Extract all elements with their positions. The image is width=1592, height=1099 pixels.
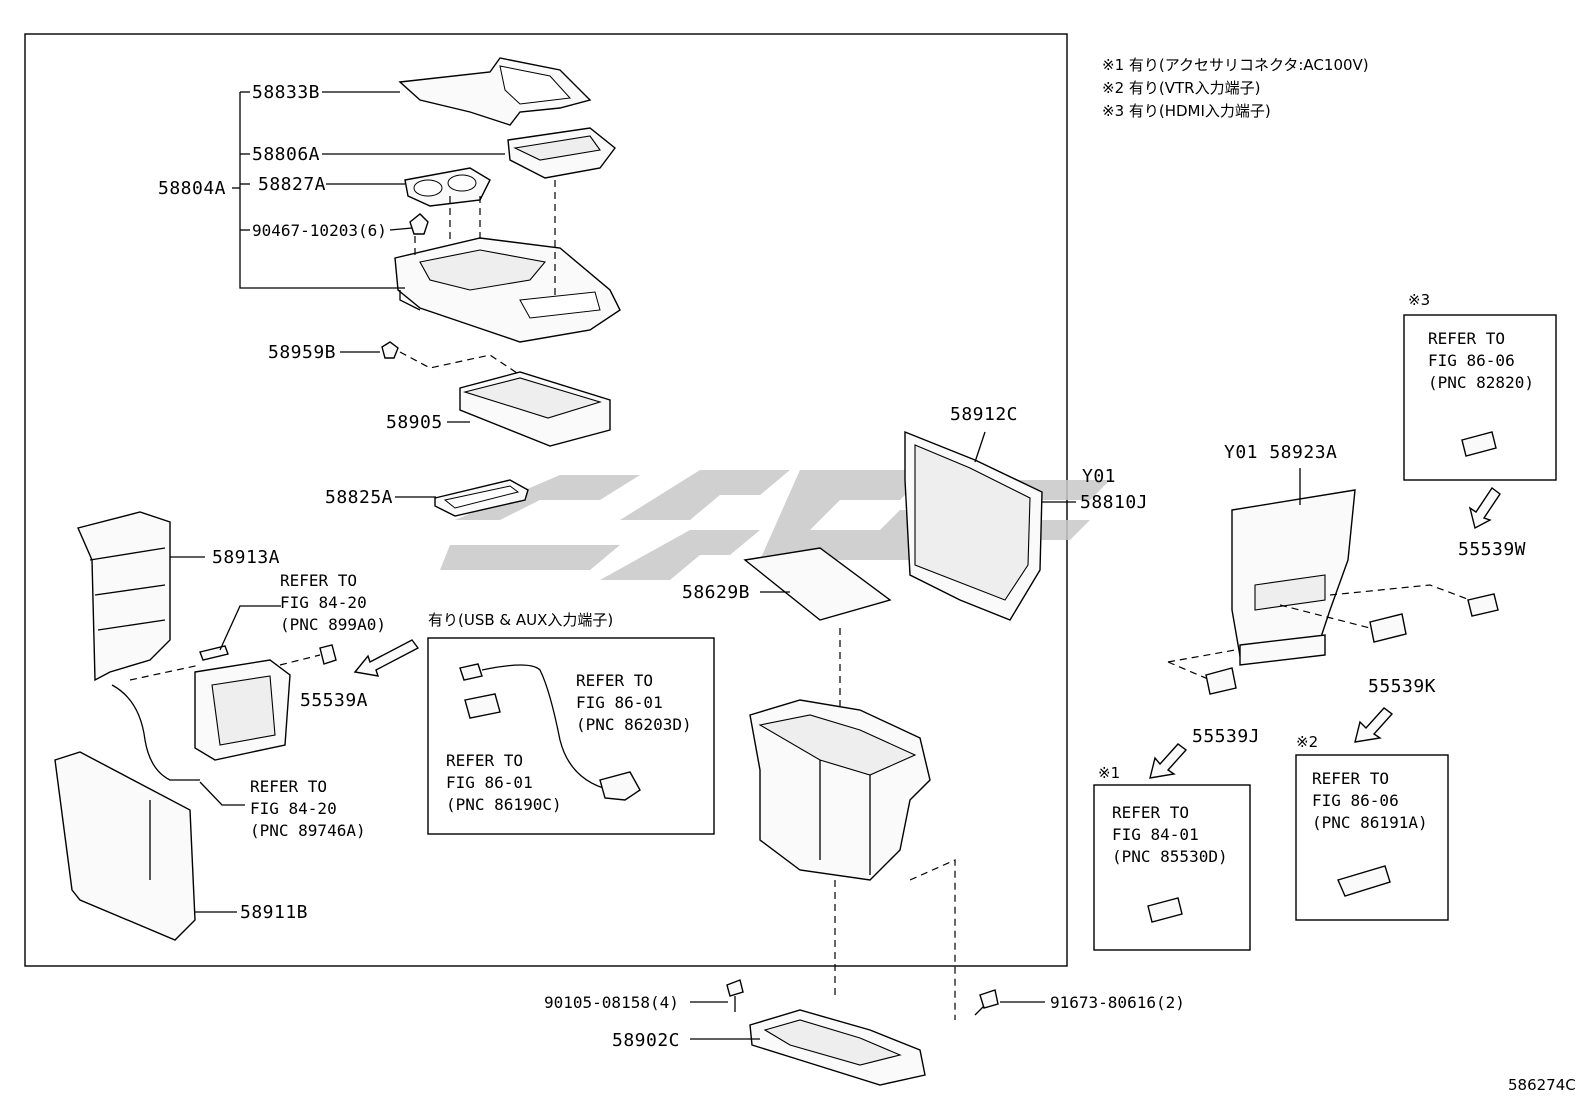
svg-text:FIG 86-01: FIG 86-01 (576, 693, 663, 712)
part-90467-clip-drawing (409, 213, 429, 235)
refer-text-r3: REFER TO FIG 86-01 (PNC 86203D) (576, 671, 692, 734)
part-58911B-drawing (54, 751, 196, 941)
mark-3: ※3 (1408, 291, 1430, 309)
label-91673-80616: 91673-80616(2) (1050, 993, 1185, 1012)
label-55539A: 55539A (300, 690, 368, 711)
arrow-55539A (353, 639, 420, 677)
part-58825A-drawing (434, 479, 529, 517)
label-58806A: 58806A (252, 144, 320, 165)
part-58629B-drawing (743, 547, 892, 621)
part-usb-aux-harness-drawing (459, 663, 641, 801)
part-58905-drawing (459, 371, 611, 447)
part-55539J-drawing (1205, 667, 1237, 695)
label-58833B: 58833B (252, 82, 320, 103)
refer-box-hdmi (1403, 314, 1557, 481)
svg-text:FIG 84-01: FIG 84-01 (1112, 825, 1199, 844)
refer-text-r4: REFER TO FIG 86-01 (PNC 86190C) (446, 751, 562, 814)
label-Y01-58810J: Y01 (1082, 466, 1116, 487)
part-58833B-drawing (398, 57, 592, 126)
svg-text:(PNC 899A0): (PNC 899A0) (280, 615, 386, 634)
label-58912C: 58912C (950, 404, 1018, 425)
label-58902C: 58902C (612, 1030, 680, 1051)
part-91673-bolt-drawing (974, 989, 999, 1016)
note-1: ※1 有り(アクセサリコネクタ:AC100V) (1102, 56, 1369, 74)
usb-aux-title: 有り(USB & AUX入力端子) (428, 611, 613, 629)
label-58911B: 58911B (240, 902, 308, 923)
note-2: ※2 有り(VTR入力端子) (1102, 79, 1260, 97)
label-55539J: 55539J (1192, 726, 1260, 747)
refer-text-r1: REFER TO FIG 84-20 (PNC 899A0) (280, 571, 386, 634)
usb-aux-box (427, 637, 715, 835)
label-58629B: 58629B (682, 582, 750, 603)
svg-text:REFER TO: REFER TO (576, 671, 653, 690)
part-connector-small-drawing (199, 645, 229, 661)
svg-text:FIG 86-06: FIG 86-06 (1312, 791, 1399, 810)
label-58959B: 58959B (268, 342, 336, 363)
refer-text-r7: REFER TO FIG 84-01 (PNC 85530D) (1112, 803, 1228, 866)
note-3: ※3 有り(HDMI入力端子) (1102, 102, 1271, 120)
svg-text:REFER TO: REFER TO (446, 751, 523, 770)
label-58923A: Y01 58923A (1224, 442, 1337, 463)
part-55539W-drawing (1467, 593, 1499, 617)
arrow-55539W (1468, 486, 1501, 530)
svg-text:(PNC 85530D): (PNC 85530D) (1112, 847, 1228, 866)
part-90105-bolt-drawing (726, 979, 744, 1012)
label-58804A: 58804A (158, 178, 226, 199)
svg-text:REFER TO: REFER TO (1428, 329, 1505, 348)
arrow-55539K (1354, 707, 1394, 743)
mark-2: ※2 (1296, 733, 1318, 751)
part-58810J-console-box-drawing (749, 699, 931, 881)
refer-text-r5: REFER TO FIG 86-06 (PNC 82820) (1428, 329, 1534, 392)
svg-text:(PNC 86190C): (PNC 86190C) (446, 795, 562, 814)
part-58804A-housing-drawing (394, 237, 621, 343)
mark-1: ※1 (1098, 764, 1120, 782)
svg-text:(PNC 86191A): (PNC 86191A) (1312, 813, 1428, 832)
svg-text:(PNC 89746A): (PNC 89746A) (250, 821, 366, 840)
label-55539W: 55539W (1458, 539, 1526, 560)
part-58913A-drawing (77, 511, 171, 682)
part-58912C-drawing (904, 430, 1043, 621)
svg-text:REFER TO: REFER TO (1312, 769, 1389, 788)
label-58913A: 58913A (212, 547, 280, 568)
label-55539K: 55539K (1368, 676, 1436, 697)
label-58827A: 58827A (258, 174, 326, 195)
svg-text:FIG 86-01: FIG 86-01 (446, 773, 533, 792)
svg-text:(PNC 82820): (PNC 82820) (1428, 373, 1534, 392)
refer-box-vtr (1295, 754, 1449, 921)
leader-lines (170, 91, 1301, 1040)
part-55539K-drawing (1369, 613, 1407, 643)
figure-code: 586274C (1508, 1076, 1576, 1094)
part-58806A-drawing (507, 127, 616, 179)
part-switch-bracket-drawing (194, 659, 291, 761)
label-90105-08158: 90105-08158(4) (544, 993, 679, 1012)
svg-text:FIG 84-20: FIG 84-20 (250, 799, 337, 818)
label-58810J: 58810J (1080, 492, 1148, 513)
svg-text:(PNC 86203D): (PNC 86203D) (576, 715, 692, 734)
refer-text-r6: REFER TO FIG 86-06 (PNC 86191A) (1312, 769, 1428, 832)
part-ac100v-connector-drawing (1147, 897, 1183, 923)
part-vtr-connector-drawing (1337, 865, 1391, 897)
label-58905: 58905 (386, 412, 443, 433)
svg-text:REFER TO: REFER TO (280, 571, 357, 590)
label-58825A: 58825A (325, 487, 393, 508)
part-hdmi-connector-drawing (1461, 431, 1497, 457)
arrow-55539J (1149, 743, 1188, 779)
part-55539A-drawing (319, 644, 337, 665)
svg-text:REFER TO: REFER TO (1112, 803, 1189, 822)
svg-text:REFER TO: REFER TO (250, 777, 327, 796)
svg-text:FIG 84-20: FIG 84-20 (280, 593, 367, 612)
svg-text:FIG 86-06: FIG 86-06 (1428, 351, 1515, 370)
part-58902C-bracket-drawing (749, 1009, 926, 1086)
label-90467-10203: 90467-10203(6) (252, 221, 387, 240)
watermark-logo (440, 470, 1110, 580)
part-58923A-drawing (1231, 489, 1356, 666)
part-58959B-drawing (381, 341, 399, 359)
refer-box-ac100v (1093, 784, 1251, 951)
refer-text-r2: REFER TO FIG 84-20 (PNC 89746A) (250, 777, 366, 840)
part-58827A-drawing (404, 167, 491, 207)
